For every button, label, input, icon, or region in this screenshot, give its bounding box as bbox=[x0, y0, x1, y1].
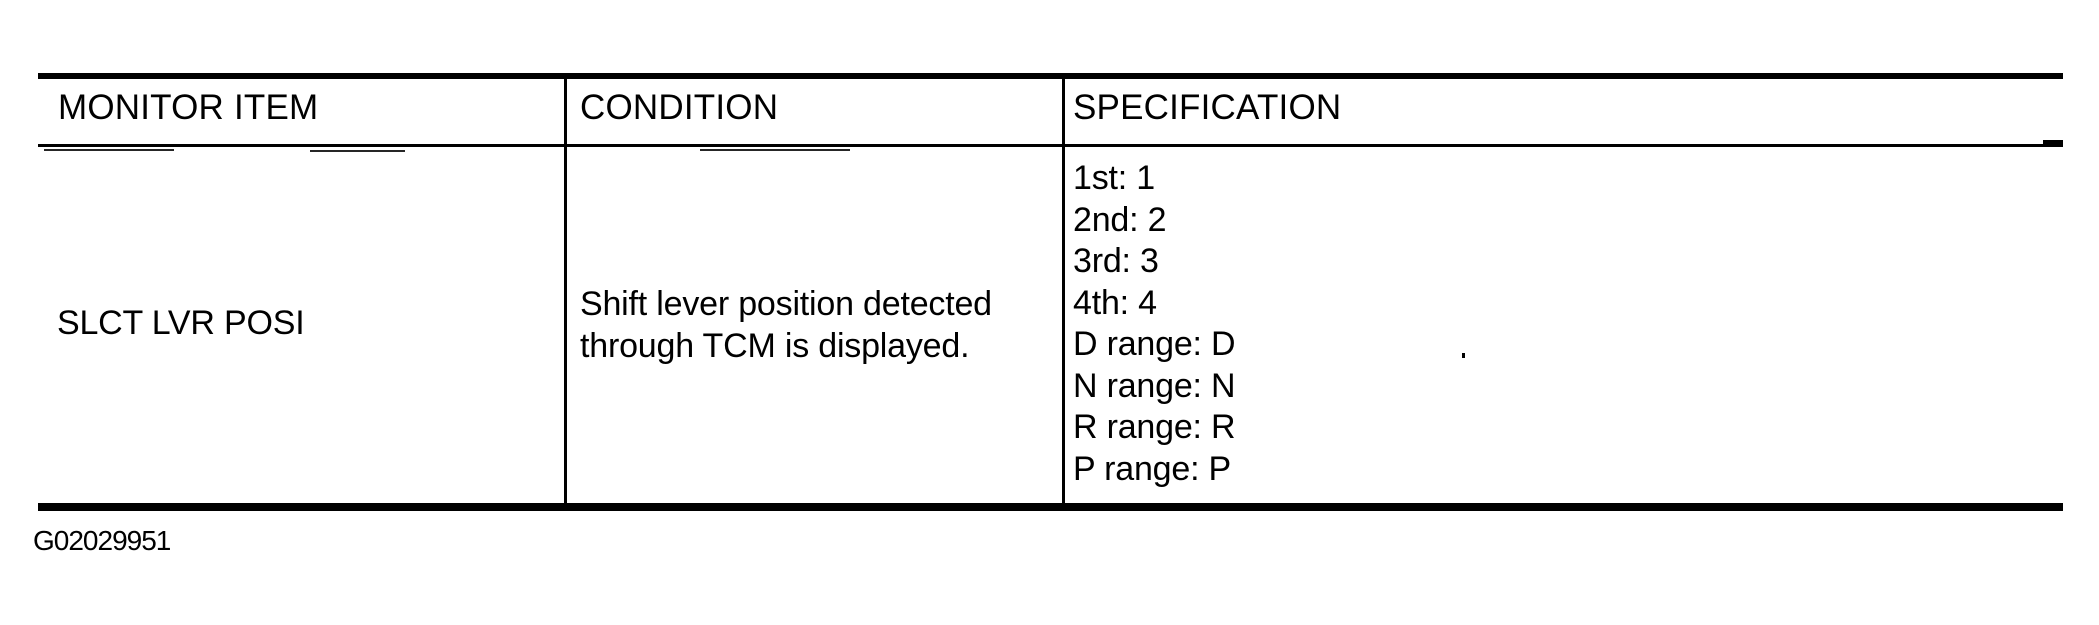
column-divider-condition-specification bbox=[1062, 73, 1065, 511]
figure-id-label: G02029951 bbox=[33, 525, 171, 556]
specification-line: R range: R bbox=[1073, 408, 1236, 446]
scan-artifact-ghost-line bbox=[700, 149, 850, 151]
scan-artifact-separator-tick bbox=[2043, 140, 2063, 145]
cell-monitor-item: SLCT LVR POSI bbox=[57, 304, 305, 342]
scan-artifact-ghost-line bbox=[44, 149, 174, 151]
cell-specification: 1st: 1 2nd: 2 3rd: 3 4th: 4 D range: D N… bbox=[1073, 158, 1236, 490]
specification-line: P range: P bbox=[1073, 449, 1232, 488]
header-separator-rule bbox=[38, 144, 2063, 147]
scan-artifact-speck bbox=[1462, 353, 1465, 358]
table-top-border bbox=[38, 73, 2063, 79]
specification-line: 4th: 4 bbox=[1073, 283, 1157, 322]
scan-artifact-ghost-line bbox=[310, 150, 405, 152]
specification-line: D range: D bbox=[1073, 325, 1236, 363]
specification-line: N range: N bbox=[1073, 366, 1236, 405]
specification-line: 2nd: 2 bbox=[1073, 200, 1167, 239]
column-header-specification: SPECIFICATION bbox=[1073, 88, 1342, 127]
condition-line: through TCM is displayed. bbox=[580, 327, 970, 365]
column-divider-monitor-condition bbox=[564, 73, 567, 511]
condition-line: Shift lever position detected bbox=[580, 285, 992, 323]
specification-line: 3rd: 3 bbox=[1073, 242, 1159, 280]
specification-line: 1st: 1 bbox=[1073, 159, 1155, 197]
cell-condition: Shift lever position detected through TC… bbox=[580, 283, 992, 367]
column-header-condition: CONDITION bbox=[580, 88, 779, 127]
table-bottom-border bbox=[38, 503, 2063, 511]
column-header-monitor-item: MONITOR ITEM bbox=[58, 88, 319, 127]
